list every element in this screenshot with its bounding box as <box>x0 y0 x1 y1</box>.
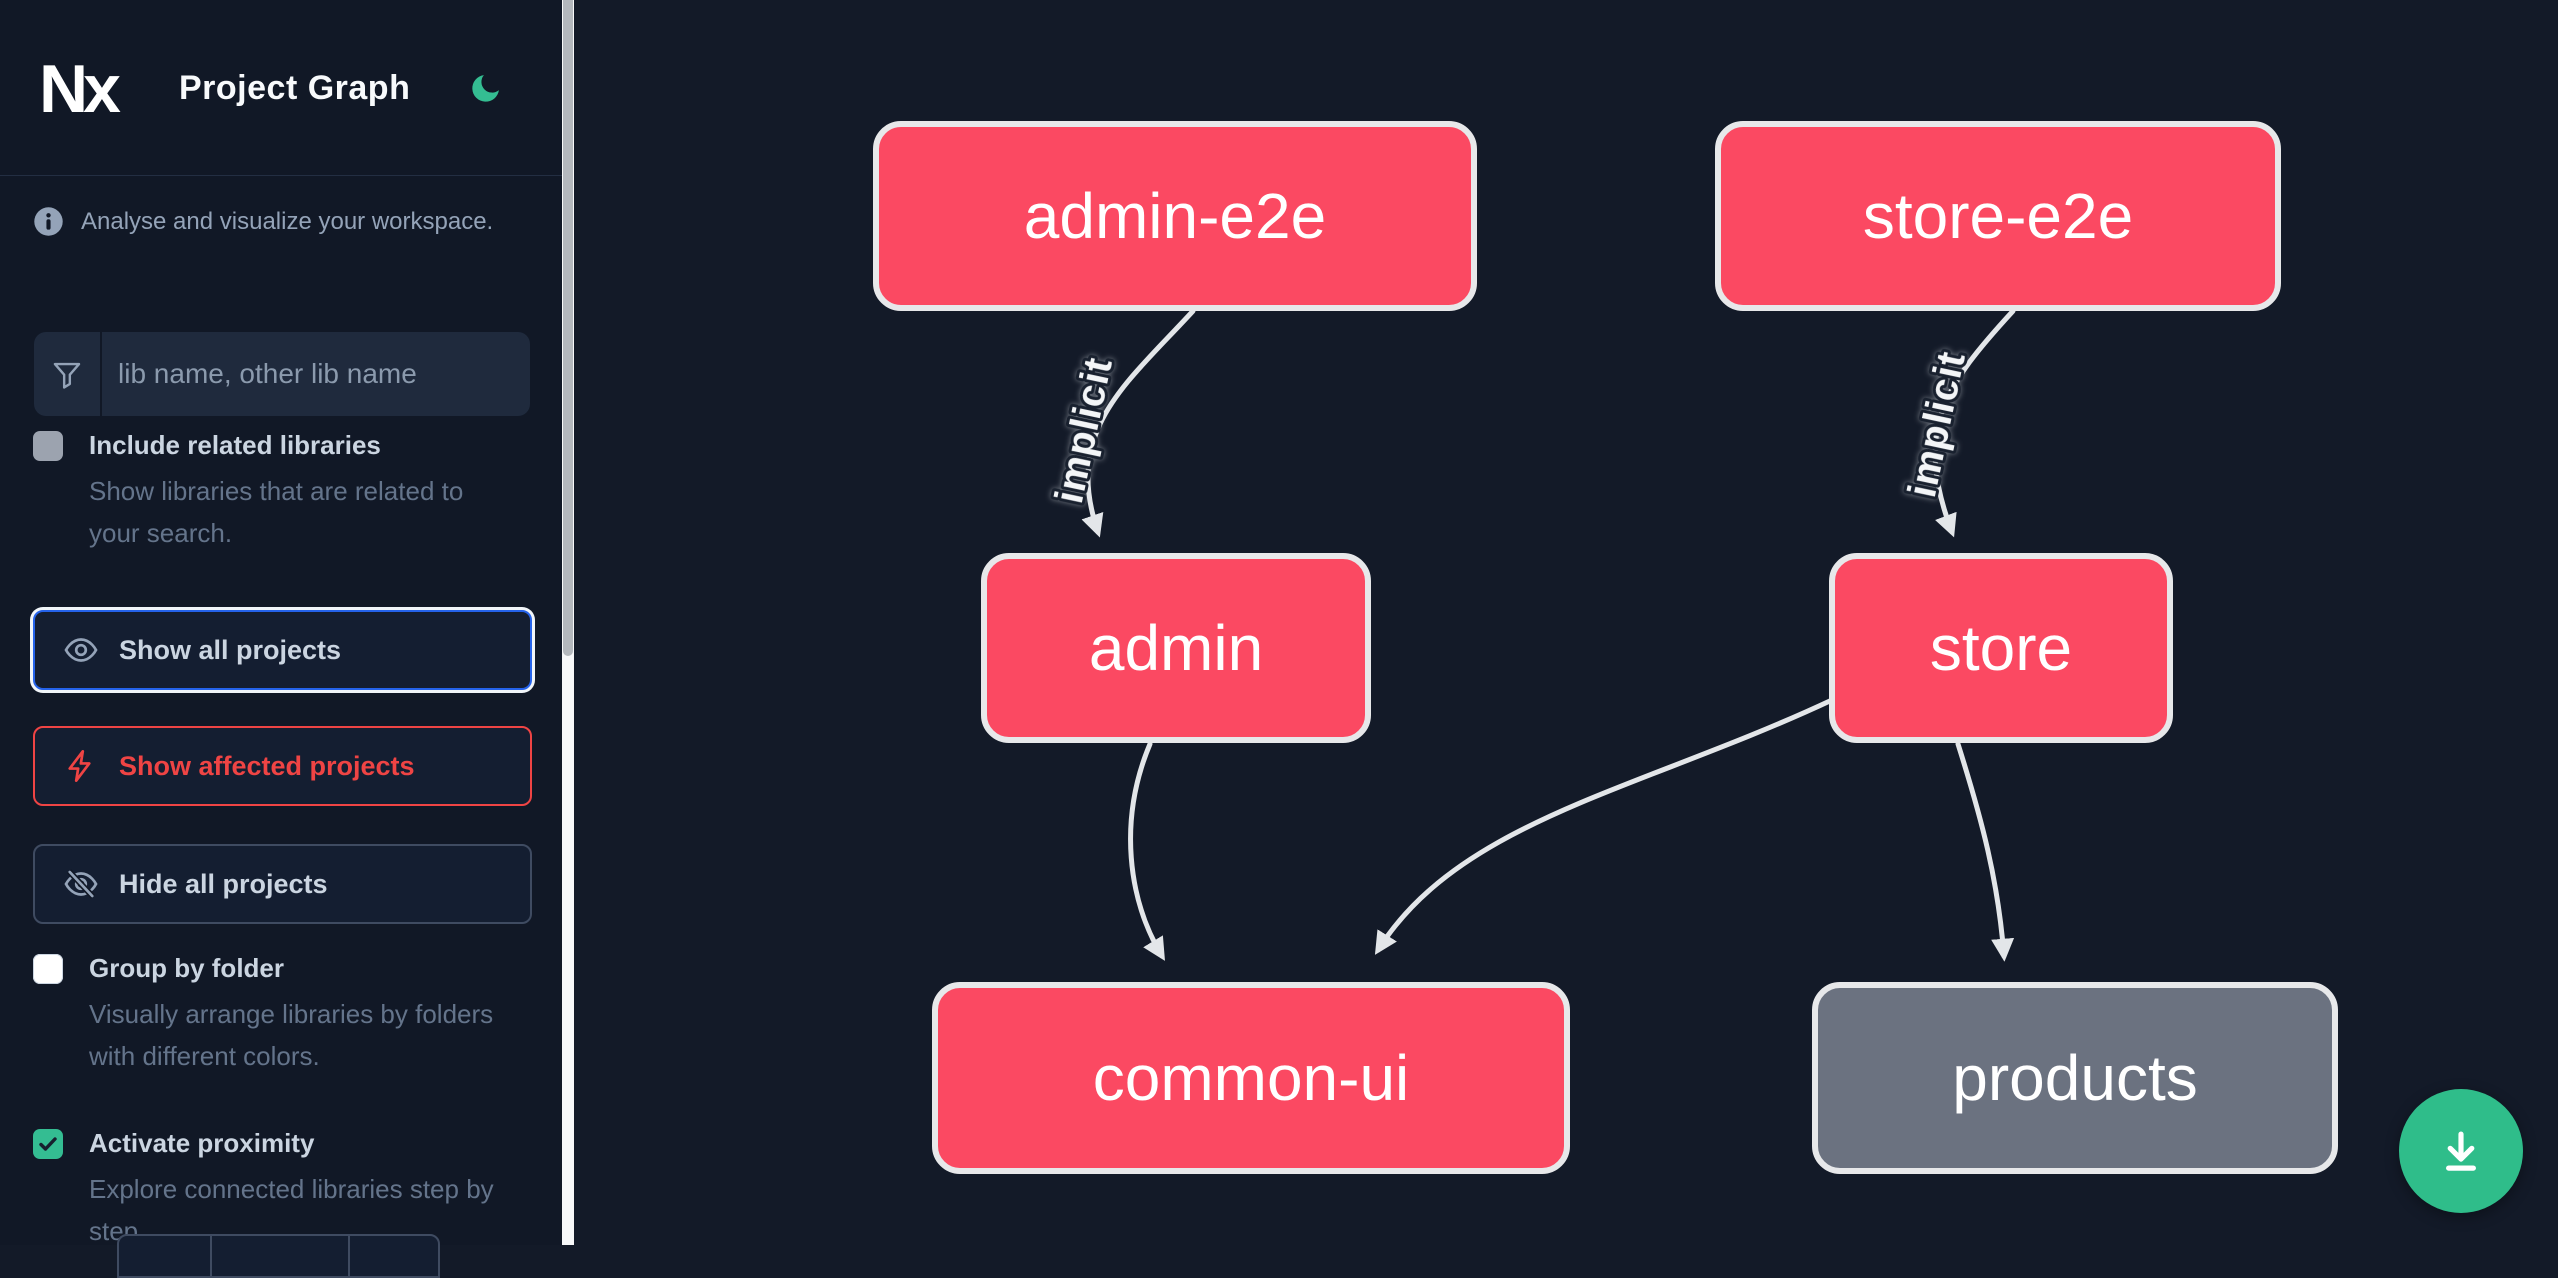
toggle-activate-proximity: Activate proximity Explore connected lib… <box>33 1126 519 1252</box>
edge-label-implicit: implicit <box>1047 353 1121 507</box>
svg-text:Nx: Nx <box>39 51 121 127</box>
button-label: Show all projects <box>119 634 342 665</box>
nx-logo: Nx <box>39 51 126 127</box>
search-box <box>34 332 530 416</box>
hide-all-projects-button[interactable]: Hide all projects <box>33 844 532 924</box>
project-graph-canvas[interactable]: implicit implicit admin-e2e store-e2e ad… <box>574 0 2558 1245</box>
header-divider <box>0 175 562 176</box>
tagline-row: Analyse and visualize your workspace. <box>33 206 546 237</box>
depth-decrement-segment[interactable] <box>119 1236 212 1276</box>
info-icon <box>34 207 63 236</box>
toggle-description: Visually arrange libraries by folders wi… <box>89 999 494 1071</box>
show-affected-projects-button[interactable]: Show affected projects <box>33 726 532 806</box>
edge-admin-e2e-admin[interactable] <box>1081 308 1196 538</box>
filter-segment <box>34 332 102 416</box>
moon-icon <box>472 75 499 102</box>
proximity-depth-control[interactable] <box>117 1234 440 1278</box>
toggle-label: Group by folder <box>89 953 284 983</box>
checkbox-group-by-folder[interactable] <box>33 954 63 984</box>
button-label: Hide all projects <box>119 868 328 899</box>
show-all-projects-button[interactable]: Show all projects <box>33 610 532 690</box>
theme-toggle-button[interactable] <box>466 68 506 108</box>
toggle-group-by-folder: Group by folder Visually arrange librari… <box>33 951 519 1077</box>
toggle-description: Show libraries that are related to your … <box>89 476 464 548</box>
tagline-text: Analyse and visualize your workspace. <box>81 207 494 235</box>
page-title: Project Graph <box>179 68 411 107</box>
node-store[interactable]: store <box>1829 553 2173 743</box>
bolt-icon <box>68 749 91 783</box>
eye-off-icon <box>64 869 98 899</box>
eye-icon <box>64 638 98 662</box>
sidebar: Nx Project Graph Analyse and visualize y… <box>0 0 562 1278</box>
button-label: Show affected projects <box>119 750 415 781</box>
download-graph-button[interactable] <box>2399 1089 2523 1213</box>
node-products[interactable]: products <box>1812 982 2338 1174</box>
search-input[interactable] <box>102 332 530 416</box>
edge-label-implicit: implicit <box>1900 347 1974 501</box>
edge-store-common-ui[interactable] <box>1374 697 1835 955</box>
edge-admin-common-ui[interactable] <box>1128 741 1165 961</box>
filter-funnel-icon <box>53 362 81 389</box>
depth-increment-segment[interactable] <box>350 1236 438 1276</box>
node-common-ui[interactable]: common-ui <box>932 982 1570 1174</box>
node-admin-e2e[interactable]: admin-e2e <box>873 121 1477 311</box>
checkbox-activate-proximity[interactable] <box>33 1129 63 1159</box>
toggle-label: Include related libraries <box>89 430 381 460</box>
sidebar-scrollbar-track[interactable] <box>562 0 574 1245</box>
edges-layer: implicit implicit <box>1044 308 2016 962</box>
checkmark-icon <box>39 1137 57 1151</box>
header: Nx Project Graph <box>39 44 522 132</box>
download-icon <box>2446 1131 2476 1171</box>
depth-value-segment <box>212 1236 350 1276</box>
sidebar-scrollbar-thumb[interactable] <box>563 0 573 656</box>
toggle-description: Explore connected libraries step by step… <box>89 1174 494 1246</box>
toggle-label: Activate proximity <box>89 1128 315 1158</box>
node-store-e2e[interactable]: store-e2e <box>1715 121 2281 311</box>
edge-store-e2e-store[interactable] <box>1932 308 2016 538</box>
checkbox-include-related[interactable] <box>33 431 63 461</box>
edge-store-products[interactable] <box>1955 741 2015 962</box>
toggle-include-related: Include related libraries Show libraries… <box>33 428 519 554</box>
node-admin[interactable]: admin <box>981 553 1371 743</box>
